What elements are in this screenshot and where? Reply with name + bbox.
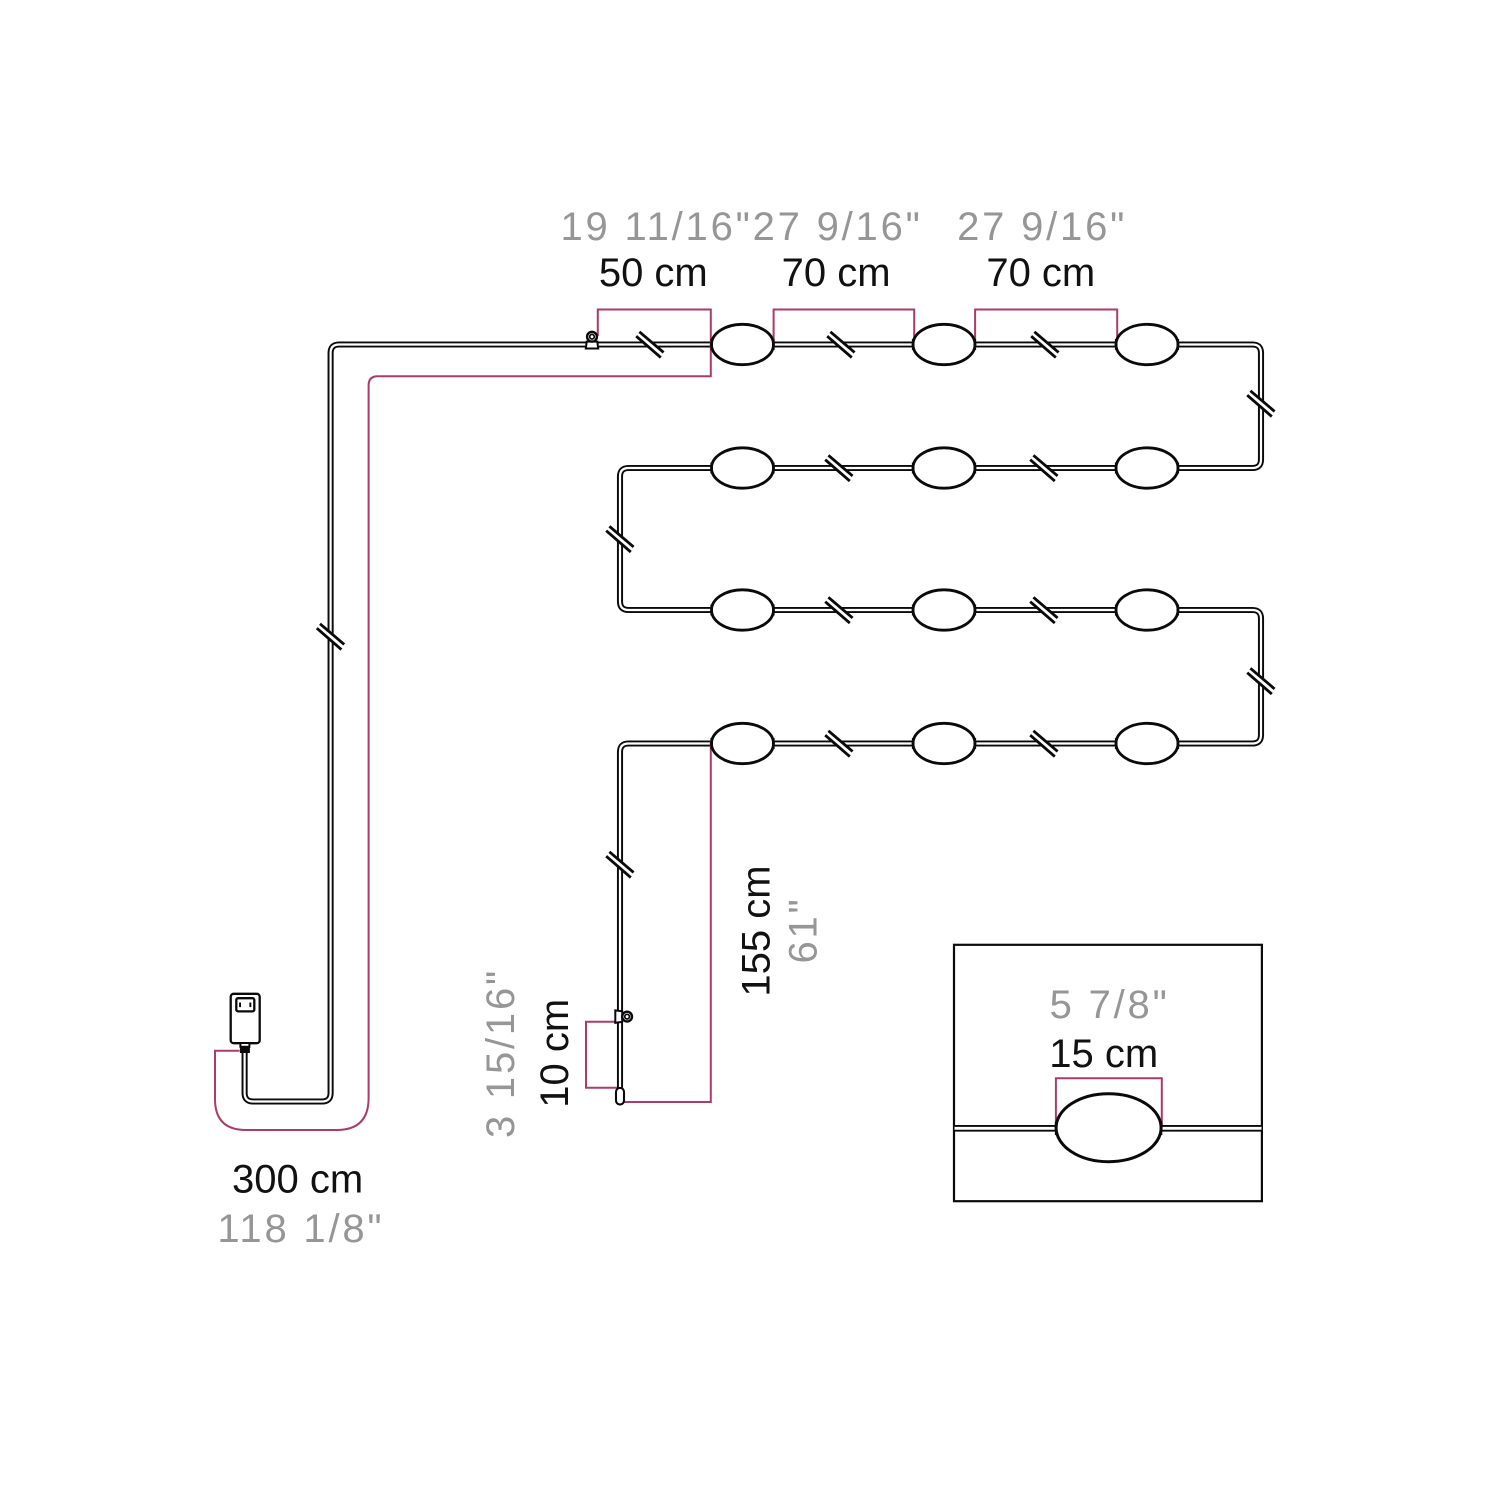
svg-text:70 cm: 70 cm — [782, 251, 891, 295]
svg-text:50 cm: 50 cm — [599, 251, 708, 295]
svg-text:27 9/16": 27 9/16" — [957, 205, 1127, 249]
svg-text:118 1/8": 118 1/8" — [217, 1207, 384, 1251]
svg-text:3 15/16": 3 15/16" — [479, 968, 523, 1138]
svg-text:300 cm: 300 cm — [232, 1157, 363, 1201]
svg-text:5 7/8": 5 7/8" — [1050, 983, 1170, 1027]
svg-text:19 11/16": 19 11/16" — [561, 205, 753, 249]
svg-text:155 cm: 155 cm — [735, 865, 779, 996]
svg-text:10 cm: 10 cm — [533, 999, 577, 1108]
svg-text:15 cm: 15 cm — [1049, 1032, 1158, 1076]
svg-text:70 cm: 70 cm — [986, 251, 1095, 295]
svg-text:27 9/16": 27 9/16" — [753, 205, 923, 249]
svg-text:61": 61" — [782, 896, 826, 963]
